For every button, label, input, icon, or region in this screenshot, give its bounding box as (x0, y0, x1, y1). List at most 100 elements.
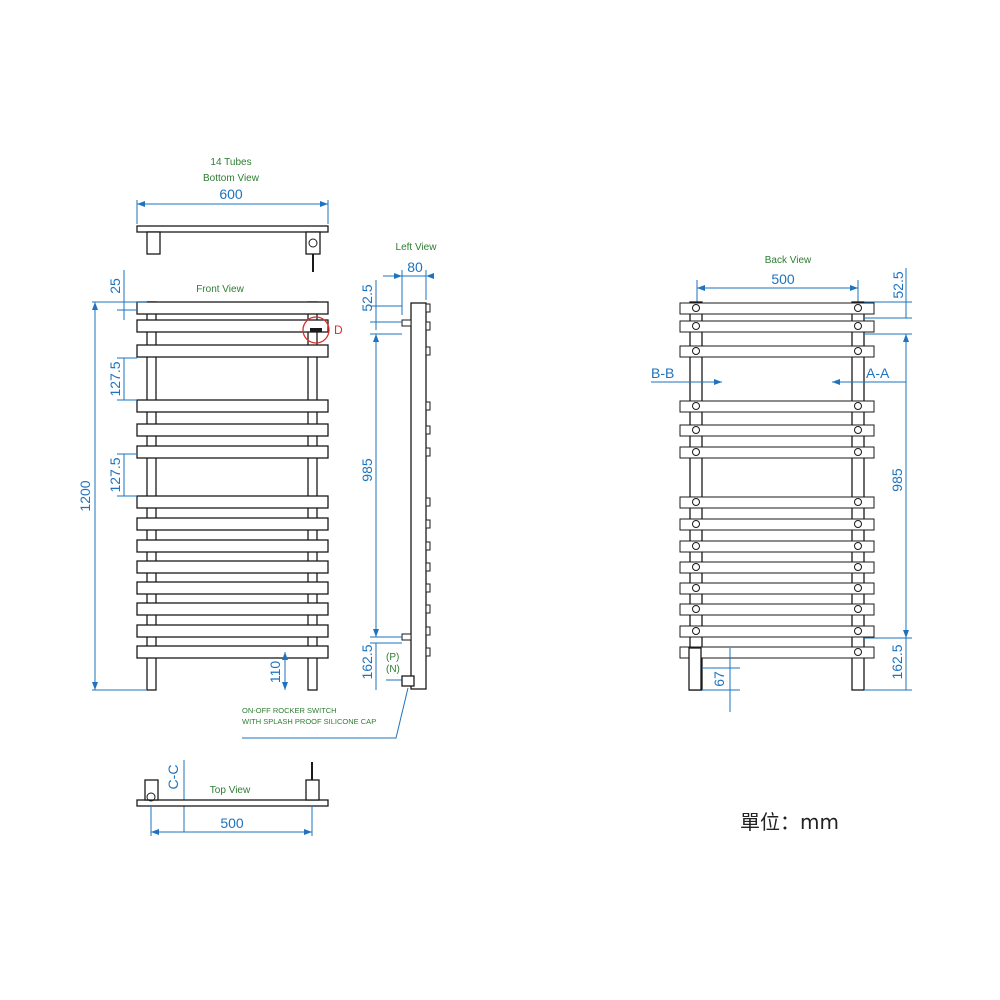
back-left-bolt (692, 584, 700, 592)
back-bottomoffset-dimension (864, 638, 912, 691)
front-tube (136, 344, 329, 358)
back-topoffset-dimension (864, 268, 912, 319)
left-wall-bracket (401, 319, 412, 327)
back-left-bolt (692, 448, 700, 456)
back-left-bolt (692, 605, 700, 613)
switch-note-line2: WITH SPLASH PROOF SILICONE CAP (242, 717, 376, 726)
left-rail-outline (410, 302, 427, 690)
front-topgap-dimension (117, 270, 137, 320)
left-tube-end (425, 447, 431, 457)
bottom-left-bracket (146, 231, 161, 255)
top-left-fixing (146, 792, 156, 802)
bottom-tube-outline (136, 225, 329, 233)
left-topoffset-dimension (370, 280, 402, 330)
back-right-bolt (854, 498, 862, 506)
back-right-bolt (854, 402, 862, 410)
back-tube (679, 496, 875, 509)
back-span-dimension (864, 333, 912, 639)
bottom-switch-knob (308, 238, 318, 248)
front-tube (136, 539, 329, 553)
back-topoffset-value: 52.5 (890, 271, 906, 298)
left-view: Left View 80 52.5 985 162 (359, 242, 437, 690)
back-left-bolt (692, 498, 700, 506)
front-spacing2-dimension (117, 453, 137, 497)
bottom-right-bracket (305, 231, 321, 255)
back-tube (679, 518, 875, 531)
back-tube (679, 345, 875, 358)
switch-note: ON-OFF ROCKER SWITCH WITH SPLASH PROOF S… (242, 687, 409, 739)
bottom-view-title: Bottom View (203, 173, 260, 184)
back-tube (679, 603, 875, 616)
front-view-title: Front View (196, 284, 244, 295)
tubes-count-label: 14 Tubes (210, 157, 251, 168)
bottom-view: 14 Tubes Bottom View 600 (136, 157, 329, 272)
front-tubes (136, 301, 329, 659)
back-left-bolt (692, 563, 700, 571)
front-tube (136, 517, 329, 531)
front-topgap-value: 25 (107, 278, 123, 294)
switch-symbol (310, 328, 322, 332)
back-tube (679, 561, 875, 574)
back-right-bolt (854, 347, 862, 355)
back-left-bolt (692, 542, 700, 550)
left-tube-end (425, 541, 431, 551)
front-tube (136, 581, 329, 595)
top-width-value: 500 (220, 815, 244, 831)
back-right-bolt (854, 542, 862, 550)
left-tube-end (425, 604, 431, 614)
left-span-value: 985 (359, 458, 375, 482)
front-tube (136, 319, 329, 333)
left-brackets (401, 303, 431, 657)
back-left-bolt (692, 304, 700, 312)
unit-label: 單位：mm (740, 810, 839, 834)
front-tube (136, 495, 329, 509)
left-depth-value: 80 (407, 259, 423, 275)
left-depth-dimension (383, 270, 434, 315)
back-tube (679, 582, 875, 595)
left-tube-end (425, 626, 431, 636)
back-width-dimension (696, 280, 859, 302)
back-tubes (679, 302, 875, 659)
back-tube (679, 302, 875, 315)
back-right-bolt (854, 605, 862, 613)
back-left-bolt (692, 402, 700, 410)
back-view: Back View 500 B-B A-A 52.5 (651, 255, 912, 712)
back-span-value: 985 (889, 468, 905, 492)
top-right-bracket (305, 779, 320, 801)
top-view-title: Top View (210, 785, 251, 796)
left-tube-end (425, 519, 431, 529)
section-aa-label: A-A (866, 365, 890, 381)
left-span-dimension (370, 333, 402, 638)
back-left-bolt (692, 627, 700, 635)
left-topoffset-value: 52.5 (359, 284, 375, 311)
back-tube (679, 540, 875, 553)
front-tube (136, 645, 329, 659)
back-right-bolt (854, 648, 862, 656)
section-bb-label: B-B (651, 365, 674, 381)
left-tube-end (425, 401, 431, 411)
front-leg-value: 110 (267, 661, 283, 684)
back-left-bolt (692, 520, 700, 528)
neutral-terminal-label: (N) (386, 664, 400, 675)
left-tube-end (425, 497, 431, 507)
back-right-bolt (854, 448, 862, 456)
front-spacing1-dimension (117, 357, 137, 401)
back-tube (679, 646, 875, 659)
back-tube (679, 424, 875, 437)
front-spacing1-value: 127.5 (107, 361, 123, 396)
left-tube-end (425, 425, 431, 435)
back-right-bolt (854, 322, 862, 330)
bottom-width-value: 600 (219, 186, 243, 202)
left-tube-end (425, 562, 431, 572)
back-tube (679, 320, 875, 333)
back-cable-value: 67 (711, 671, 727, 687)
front-tube (136, 423, 329, 437)
left-bottomoffset-value: 162.5 (359, 644, 375, 679)
front-tube (136, 624, 329, 638)
switch-note-line1: ON-OFF ROCKER SWITCH (242, 706, 337, 715)
live-terminal-label: (P) (386, 652, 399, 663)
back-right-bolt (854, 520, 862, 528)
front-tube (136, 445, 329, 459)
left-tube-end (425, 583, 431, 593)
